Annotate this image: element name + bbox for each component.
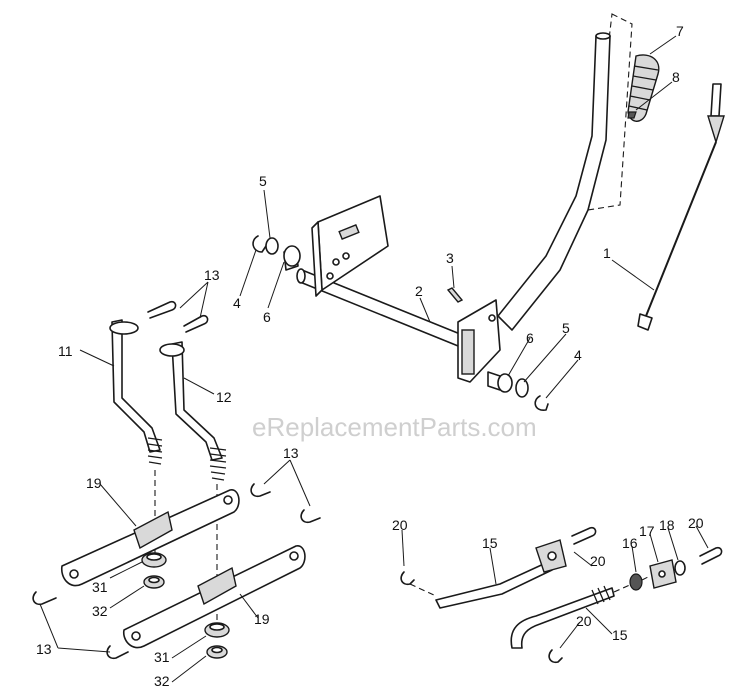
lift-link-part-12 — [159, 341, 223, 461]
label-31-lower: 31 — [154, 649, 170, 665]
label-20-a: 20 — [392, 517, 408, 533]
bushing-part-31-upper — [141, 552, 167, 568]
label-16: 16 — [622, 535, 638, 551]
lift-arm-part-19-upper — [60, 489, 240, 587]
label-4-left: 4 — [233, 295, 241, 311]
label-19-upper: 19 — [86, 475, 102, 491]
label-2: 2 — [415, 283, 423, 299]
washer-part-5-right — [515, 378, 529, 398]
label-5-left: 5 — [259, 173, 267, 189]
label-31-upper: 31 — [92, 579, 108, 595]
rod-centerline-b — [613, 575, 651, 593]
nut-part-32-lower — [206, 645, 228, 659]
hair-clip-part-13-upper-b — [183, 314, 209, 333]
label-1: 1 — [603, 245, 611, 261]
watermark: eReplacementParts.com — [252, 412, 537, 442]
trunnion-part-17 — [649, 559, 677, 589]
shaft-bracket-right — [457, 299, 501, 383]
adjust-rod-part-15-lower — [510, 585, 615, 649]
handle-grip-part-7 — [627, 54, 660, 122]
label-17: 17 — [639, 523, 655, 539]
nut-part-16 — [629, 573, 643, 591]
label-8: 8 — [672, 69, 680, 85]
lift-handle — [497, 32, 611, 331]
label-20-b: 20 — [590, 553, 606, 569]
label-6-right: 6 — [526, 330, 534, 346]
label-5-right: 5 — [562, 320, 570, 336]
label-7: 7 — [676, 23, 684, 39]
bushing-part-6-left — [283, 245, 301, 271]
link-spring-right — [209, 447, 227, 481]
adjust-rod-part-15-upper — [435, 561, 553, 609]
hair-clip-part-13-mid-a — [250, 483, 271, 498]
label-18: 18 — [659, 517, 675, 533]
hair-clip-part-13-lower-b — [106, 645, 129, 660]
link-spring-left — [147, 437, 163, 465]
grip-clip-part-8 — [627, 111, 637, 119]
label-6-left: 6 — [263, 309, 271, 325]
label-20-c: 20 — [688, 515, 704, 531]
bushing-part-31-lower — [204, 622, 230, 638]
pivot-plate-left — [311, 195, 389, 297]
label-13-lower: 13 — [36, 641, 52, 657]
hair-clip-part-20-b — [571, 526, 597, 545]
lift-cable-part-1 — [637, 83, 725, 331]
lift-arm-part-19-lower — [122, 545, 306, 649]
hair-clip-part-13-lower-a — [32, 591, 57, 606]
label-32-upper: 32 — [92, 603, 108, 619]
label-32-lower: 32 — [154, 673, 170, 689]
label-3: 3 — [446, 250, 454, 266]
hair-clip-part-13-upper-a — [147, 300, 177, 319]
lift-link-part-11 — [109, 319, 161, 453]
label-15-upper: 15 — [482, 535, 498, 551]
nut-part-18 — [674, 560, 686, 576]
label-20-d: 20 — [576, 613, 592, 629]
leader-lines — [39, 35, 709, 683]
hair-clip-part-4-right — [534, 395, 549, 411]
hair-clip-part-20-a — [400, 571, 415, 586]
hair-clip-part-13-mid-b — [300, 509, 321, 524]
washer-part-5-left — [265, 237, 279, 255]
hair-clip-part-4-left — [252, 235, 267, 253]
hair-clip-part-20-c — [699, 546, 723, 565]
label-12: 12 — [216, 389, 232, 405]
hair-clip-part-20-d — [548, 649, 563, 664]
label-15-lower: 15 — [612, 627, 628, 643]
label-19-lower: 19 — [254, 611, 270, 627]
label-13-middle: 13 — [283, 445, 299, 461]
label-11: 11 — [58, 343, 73, 359]
pin-part-3 — [446, 287, 464, 303]
nut-part-32-upper — [143, 575, 165, 589]
rod-centerline-a — [409, 583, 437, 597]
label-13-upper: 13 — [204, 267, 220, 283]
bushing-part-6-right — [487, 371, 513, 393]
label-4-right: 4 — [574, 347, 582, 363]
rod-bracket-upper — [535, 539, 567, 573]
